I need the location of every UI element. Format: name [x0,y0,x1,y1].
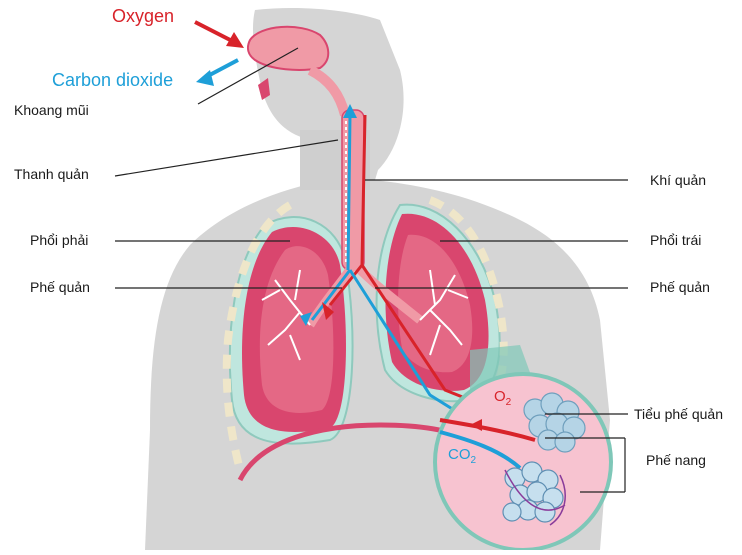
label-larynx: Thanh quản [14,166,89,182]
inset-o2-label: O2 [494,388,511,408]
oxygen-label: Oxygen [112,6,174,27]
label-left-lung: Phổi trái [650,232,701,248]
label-bronchiole: Tiểu phế quản [634,406,723,422]
label-trachea: Khí quản [650,172,706,188]
label-right-lung: Phổi phải [30,232,88,248]
carbon-dioxide-label: Carbon dioxide [52,70,173,91]
inset-co2-label: CO2 [448,446,476,466]
label-nasal-cavity: Khoang mũi [14,102,89,118]
nasal-cavity [248,27,328,70]
label-alveoli: Phế nang [646,452,706,468]
label-right-bronchus: Phế quản [30,279,90,295]
label-left-bronchus: Phế quản [650,279,710,295]
